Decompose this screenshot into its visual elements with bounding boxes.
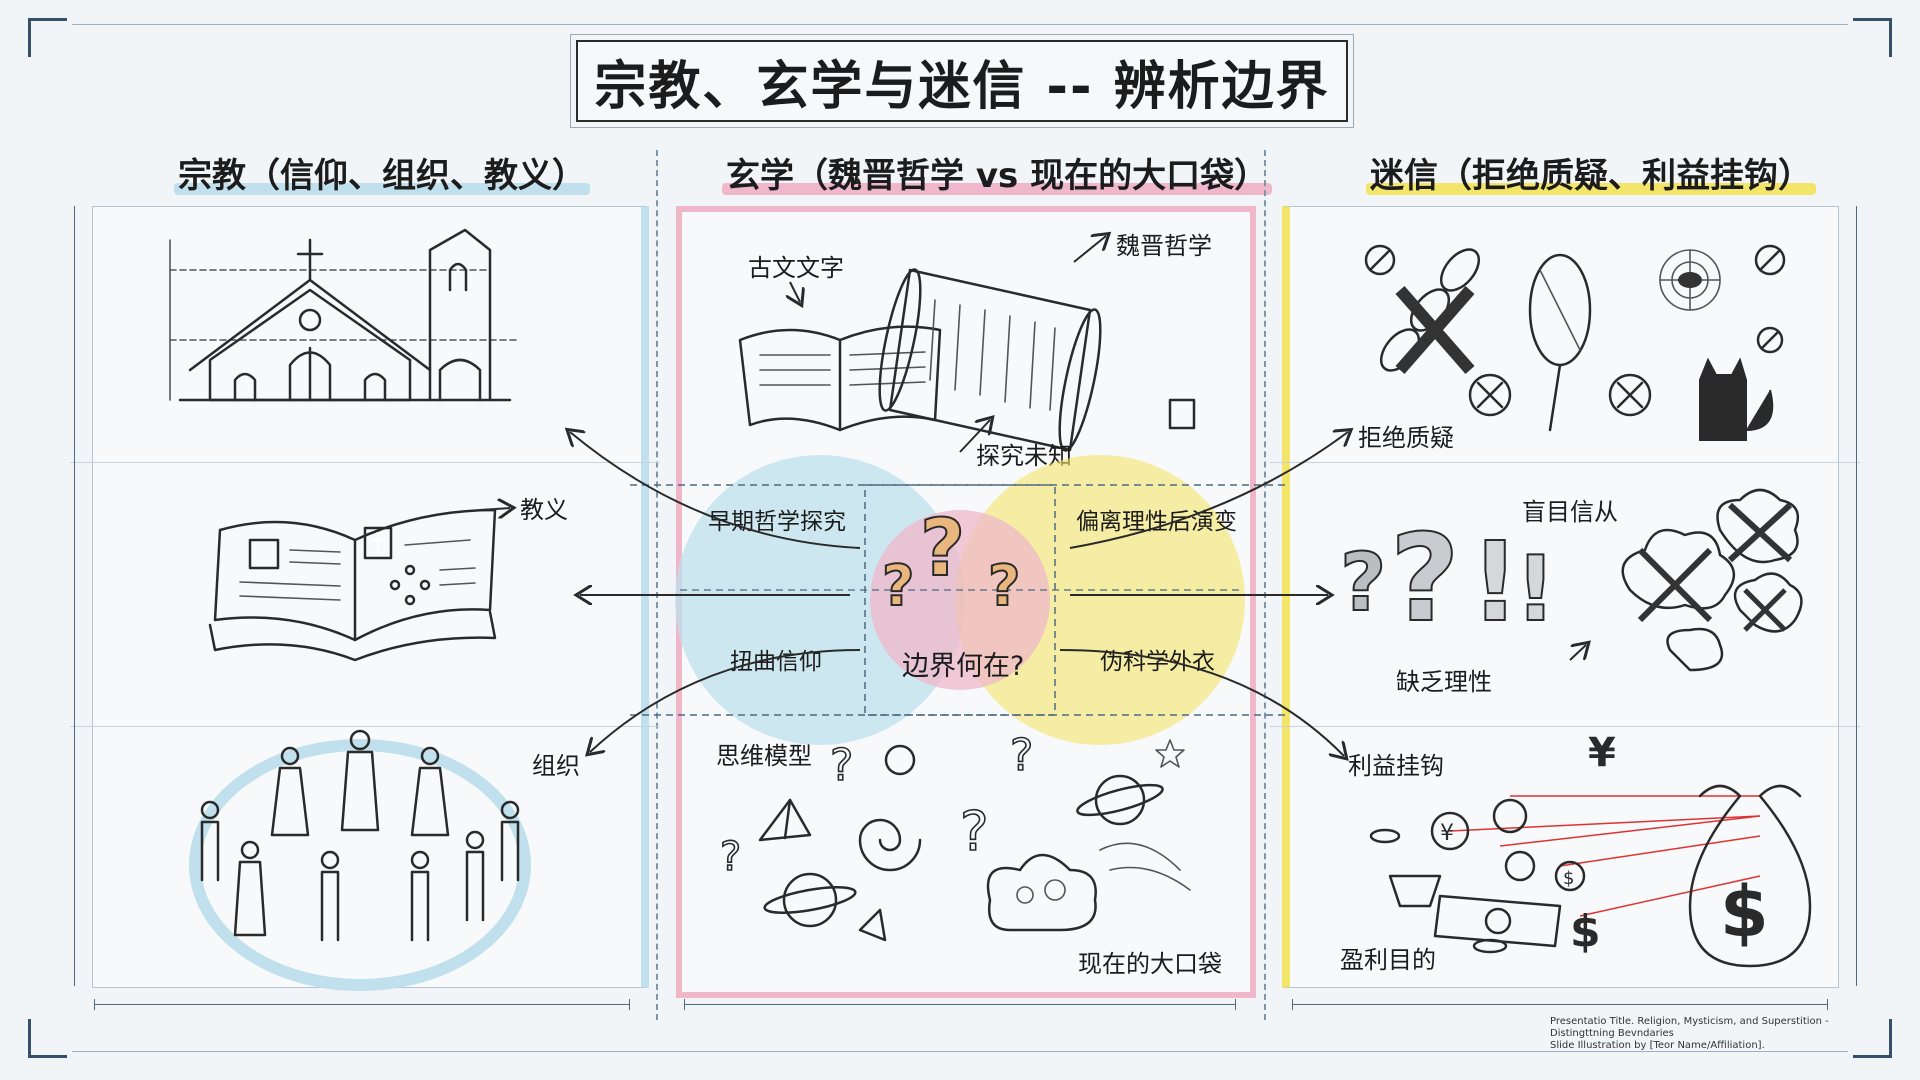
svg-text:?: ? [988, 554, 1020, 619]
deviation-evolution-label: 偏离理性后演变 [1076, 509, 1237, 535]
left-height-dimension [74, 206, 75, 986]
organization-label: 组织 [532, 752, 580, 780]
superstition-heading-text: 迷信（拒绝质疑、利益挂钩） [1370, 156, 1812, 196]
venn-superstition-circle [955, 455, 1245, 745]
frame-corner-bottom-left [28, 1019, 67, 1058]
svg-text:$: $ [1563, 868, 1574, 889]
footer-line-2: Distingttning Bevndaries [1550, 1028, 1674, 1039]
reject-doubt-label: 拒绝质疑 [1358, 424, 1454, 452]
venn-religion-circle [675, 455, 965, 745]
footer-line-1: Presentatio Title. Religion, Mysticism, … [1550, 1016, 1829, 1027]
doctrine-label: 教义 [520, 496, 568, 524]
svg-text:¥: ¥ [1588, 730, 1616, 776]
svg-text:?: ? [1010, 730, 1033, 781]
title-box: 宗教、玄学与迷信 -- 辨析边界 [570, 34, 1354, 128]
thinking-models-illustration: ? ? ? ? [719, 729, 1191, 942]
svg-text:?: ? [1340, 536, 1386, 629]
svg-text:¥: ¥ [1440, 821, 1454, 846]
svg-text:?: ? [830, 740, 853, 791]
religion-heading-highlight [174, 183, 590, 195]
svg-text:$: $ [1720, 871, 1769, 953]
mysticism-heading-highlight [722, 183, 1273, 195]
superstition-row-divider-2 [1270, 726, 1860, 727]
venn-mysticism-circle [870, 510, 1050, 690]
grab-bag-label: 现在的大口袋 [1078, 950, 1222, 978]
frame-corner-top-right [1853, 18, 1892, 57]
weijin-philosophy-label: 魏晋哲学 [1116, 232, 1212, 260]
mysticism-width-dimension [684, 999, 1236, 1010]
profit-illustration: $ ¥ ¥ $ $ [1369, 730, 1812, 968]
interest-tie-label: 利益挂钩 [1348, 752, 1444, 780]
superstition-heading: 迷信（拒绝质疑、利益挂钩） [1366, 148, 1816, 197]
frame-corner-bottom-right [1853, 1019, 1892, 1058]
boundary-question-label: 边界何在? [902, 651, 1025, 682]
blind-follow-illustration: ? ? ! ! [1339, 488, 1803, 672]
scripture-book-illustration [208, 508, 497, 662]
ancient-text-label: 古文文字 [748, 254, 844, 282]
svg-text:!: ! [1470, 518, 1520, 646]
frame-top-line [72, 24, 1848, 25]
blind-follow-label: 盲目信从 [1522, 498, 1618, 526]
svg-text:!: ! [1515, 537, 1556, 642]
svg-text:$: $ [1570, 906, 1601, 957]
ancient-texts-illustration [738, 268, 1196, 452]
congregation-illustration [189, 729, 531, 991]
frame-bottom-line [72, 1051, 1848, 1052]
frame-corner-top-left [28, 18, 67, 57]
religion-width-dimension [94, 999, 630, 1010]
profit-label: 盈利目的 [1340, 946, 1436, 974]
reject-doubt-illustration [1364, 244, 1786, 441]
thinking-model-label: 思维模型 [716, 742, 812, 770]
center-venn-diagram: ? ? ? [630, 455, 1290, 745]
svg-text:?: ? [1390, 510, 1460, 649]
religion-row-divider-2 [70, 726, 660, 727]
mysticism-heading: 玄学（魏晋哲学 vs 现在的大口袋） [722, 148, 1273, 197]
superstition-heading-highlight [1366, 183, 1816, 195]
superstition-width-dimension [1292, 999, 1828, 1010]
footer-credits: Presentatio Title. Religion, Mysticism, … [1550, 1016, 1850, 1052]
column-separator-left [656, 150, 658, 1020]
religion-row-divider-1 [70, 462, 660, 463]
church-illustration [169, 228, 521, 402]
svg-text:?: ? [920, 504, 965, 594]
svg-text:?: ? [882, 554, 914, 619]
religion-panel [92, 206, 649, 988]
right-height-dimension [1856, 206, 1857, 986]
column-separator-right [1264, 150, 1266, 1020]
svg-text:?: ? [960, 800, 989, 863]
superstition-row-divider-1 [1270, 462, 1860, 463]
footer-line-3: Slide Illustration by [Teor Name/Affilia… [1550, 1040, 1765, 1051]
svg-text:?: ? [720, 834, 741, 880]
religion-heading: 宗教（信仰、组织、教义） [174, 148, 590, 197]
superstition-panel [1282, 206, 1839, 988]
mysticism-heading-text: 玄学（魏晋哲学 vs 现在的大口袋） [726, 156, 1269, 196]
early-philosophy-label: 早期哲学探究 [708, 509, 846, 535]
lack-reason-label: 缺乏理性 [1396, 668, 1492, 696]
religion-heading-text: 宗教（信仰、组织、教义） [178, 156, 586, 196]
